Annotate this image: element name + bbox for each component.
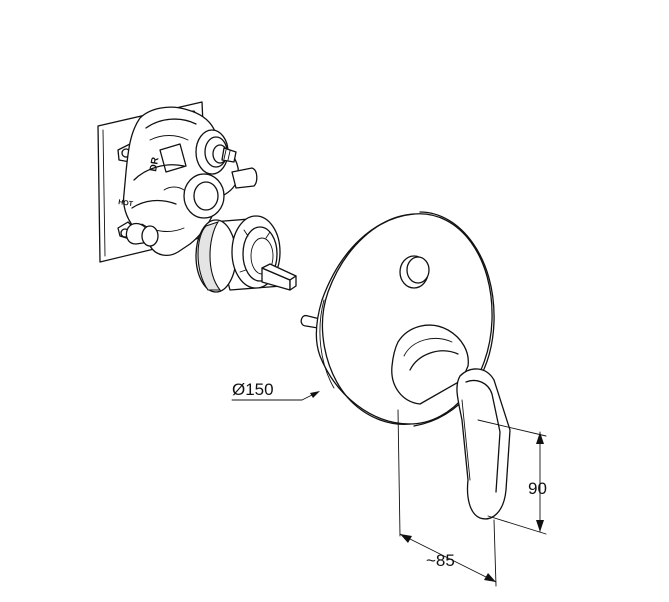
concealed-mixer-body: DR HOT <box>97 101 258 263</box>
dimension-diameter: Ø150 <box>231 380 320 401</box>
dimension-height: 90 <box>477 419 547 535</box>
label-dr: DR <box>148 156 161 173</box>
lever-handle <box>391 324 511 520</box>
dimension-projection-value: ~85 <box>426 551 455 570</box>
dimension-projection: ~85 <box>397 409 497 587</box>
diverter-knob <box>399 255 430 289</box>
dimension-diameter-value: Ø150 <box>232 380 274 399</box>
inlet-lower <box>125 222 159 247</box>
dimension-height-value: 90 <box>528 479 547 498</box>
label-hot: HOT <box>118 199 134 208</box>
outlet-top <box>195 129 237 175</box>
outlet-hub <box>183 167 258 219</box>
cartridge <box>195 215 297 293</box>
